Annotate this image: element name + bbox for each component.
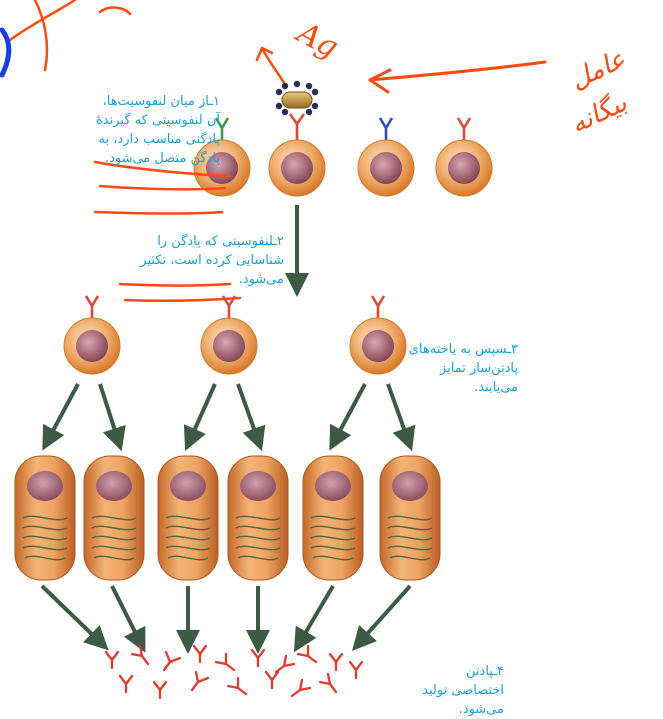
step-2-number: ۲ـ: [273, 234, 284, 249]
clone-cell-1: [63, 295, 121, 375]
plasma-cell: [302, 455, 364, 581]
step-1-text: ۱ـاز میان لنفوسیت‌ها، آن لنفوسیتی که گیر…: [96, 92, 220, 168]
antigen-pointer-arrow: [255, 46, 288, 88]
receptor-red: [456, 117, 472, 142]
pen-underline-2: [98, 184, 227, 191]
step-3-text: ۳ـسپس به یاخته‌های پادتن‌ساز تمایز می‌یا…: [400, 340, 518, 397]
step-1-body: از میان لنفوسیت‌ها، آن لنفوسیتی که گیرند…: [95, 94, 220, 166]
plasma-cell: [379, 455, 441, 581]
lymphocyte-4: [435, 117, 493, 197]
antigen-handwritten-label: Ag: [289, 14, 344, 66]
antibodies: [104, 644, 364, 700]
step-1-number: ۱ـ: [209, 94, 220, 109]
pen-underline-3: [93, 210, 224, 215]
plasma-cell: [14, 455, 76, 581]
right-note-line1: عامل: [566, 44, 630, 95]
plasma-cells: [14, 455, 441, 581]
clone-cell-2: [200, 295, 258, 375]
step-4-number: ۴ـ: [493, 664, 504, 679]
pen-underline-1: [93, 160, 232, 178]
step-3-number: ۳ـ: [507, 342, 518, 357]
step-3-body: سپس به یاخته‌های پادتن‌ساز تمایز می‌یابن…: [408, 342, 518, 395]
step-2-body: لنفوسیتی که پادگن را شناسایی کرده است، ت…: [140, 234, 284, 287]
pen-underline-4: [118, 282, 232, 287]
right-note-arrow: [368, 60, 547, 94]
pen-scribble-top: [98, 6, 132, 16]
step-2-text: ۲ـلنفوسیتی که پادگن را شناسایی کرده است،…: [108, 232, 284, 289]
plasma-cell: [83, 455, 145, 581]
pen-underline-5: [123, 296, 242, 303]
receptor-blue: [378, 117, 394, 142]
pen-cross-mark: [8, 0, 77, 72]
plasma-cell: [227, 455, 289, 581]
right-note-line2: بیگانه: [566, 87, 632, 140]
receptor-red: [288, 113, 306, 140]
differentiation-arrows: [42, 383, 416, 452]
lymphocyte-3: [357, 117, 415, 197]
blue-pen-mark: [0, 27, 12, 78]
lymphocyte-2-bound: [268, 80, 326, 197]
step-4-body: پادتن اختصاصی تولید می‌شود.: [422, 664, 504, 717]
step-4-text: ۴ـپادتن اختصاصی تولید می‌شود.: [420, 662, 504, 719]
clone-cell-3: [349, 295, 407, 375]
secretion-arrows: [40, 584, 412, 654]
antigen: [275, 80, 319, 116]
plasma-cell: [157, 455, 219, 581]
